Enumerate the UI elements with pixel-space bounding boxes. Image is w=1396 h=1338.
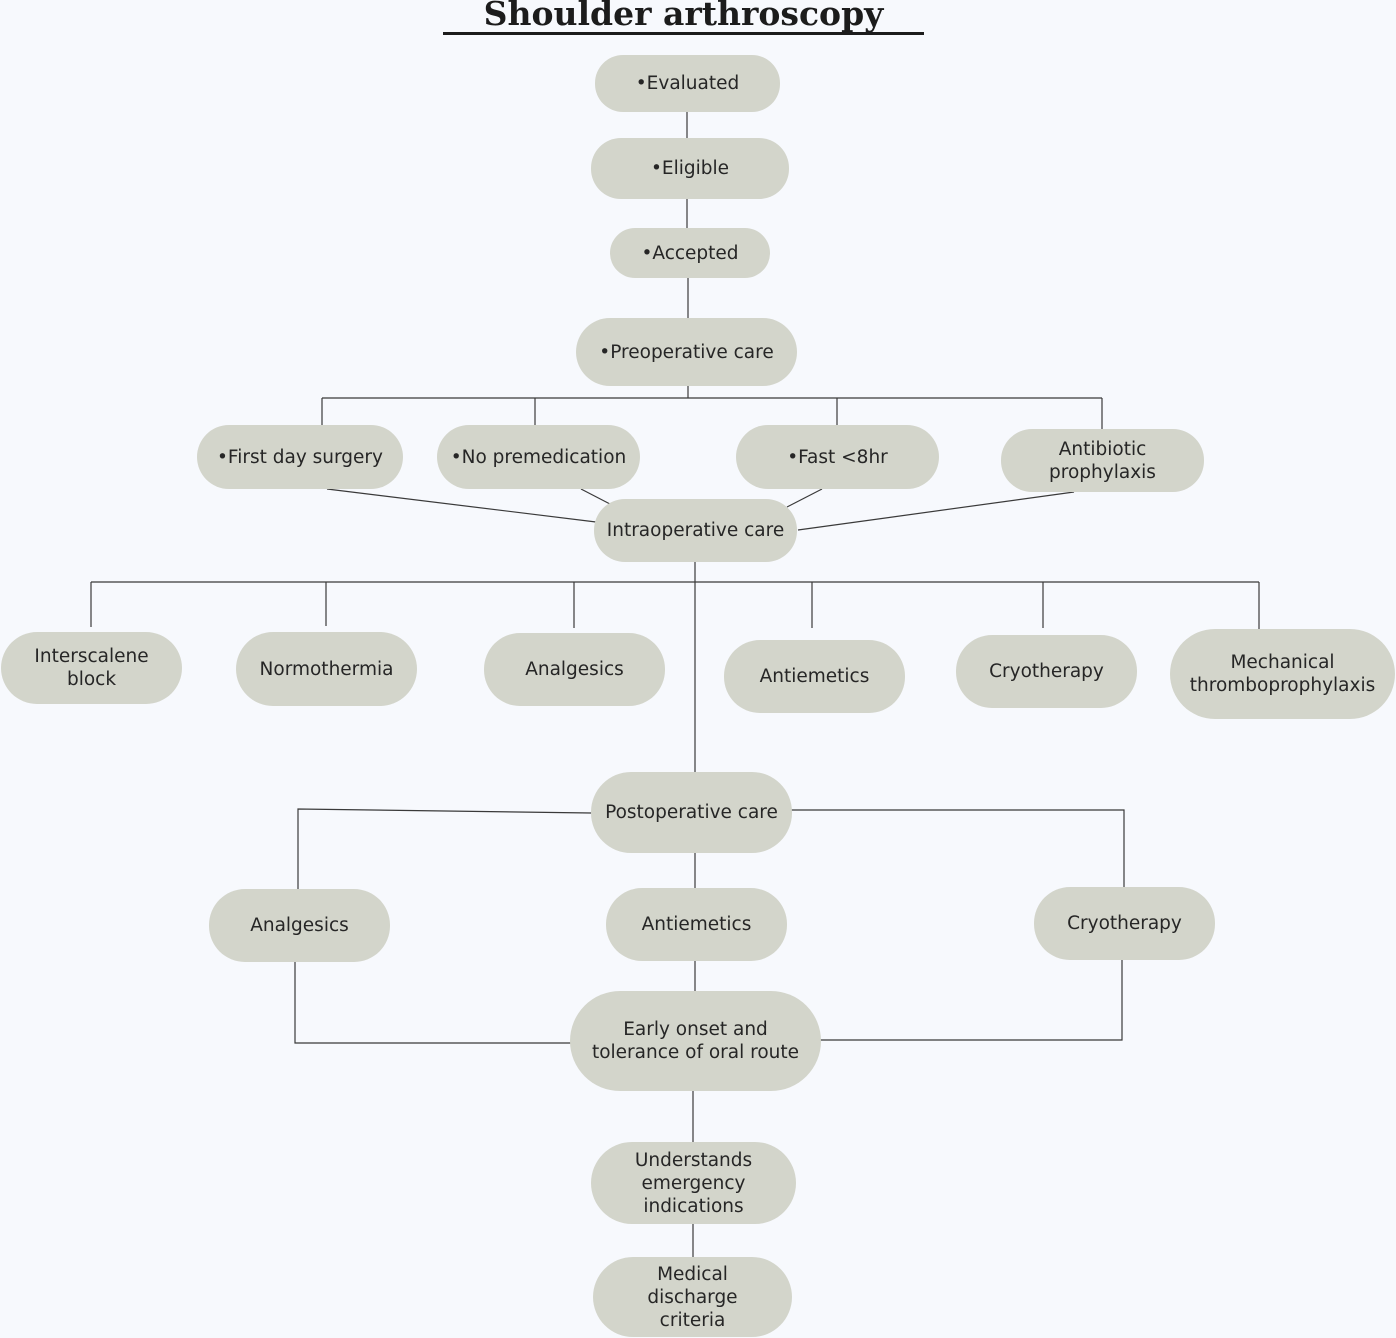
connector-first-day-intra	[326, 488, 597, 523]
connector-post-left	[297, 808, 592, 890]
node-interscalene-block: Interscalene block	[1, 632, 182, 704]
connector-no-premed-intra	[580, 488, 611, 505]
node-early-onset-oral-route: Early onset and tolerance of oral route	[570, 991, 821, 1091]
node-accepted: •Accepted	[610, 228, 770, 278]
node-post-analgesics: Analgesics	[209, 889, 390, 962]
node-post-cryotherapy: Cryotherapy	[1034, 887, 1215, 960]
node-intra-analgesics: Analgesics	[484, 633, 665, 706]
connector-cryotherapy-early	[819, 960, 1123, 1041]
node-intraoperative-care: Intraoperative care	[594, 499, 797, 562]
diagram-title: Shoulder arthroscopy	[483, 0, 884, 33]
node-eligible: •Eligible	[591, 138, 789, 199]
node-first-day-surgery: •First day surgery	[197, 425, 403, 489]
node-post-antiemetics: Antiemetics	[606, 888, 787, 961]
node-no-premedication: •No premedication	[437, 425, 640, 489]
node-understands-emergency: Understands emergency indications	[591, 1142, 796, 1224]
node-preoperative-care: •Preoperative care	[576, 318, 797, 386]
node-normothermia: Normothermia	[236, 632, 417, 706]
connector-analgesics-early	[294, 962, 572, 1044]
node-postoperative-care: Postoperative care	[591, 772, 792, 853]
connector-fast-intra	[786, 488, 823, 508]
node-intra-cryotherapy: Cryotherapy	[956, 635, 1137, 708]
connector-post-right	[790, 809, 1125, 888]
title-underline	[443, 32, 924, 35]
node-medical-discharge: Medical discharge criteria	[593, 1257, 792, 1337]
connector-antibiotic-intra	[797, 491, 1075, 531]
node-intra-antiemetics: Antiemetics	[724, 640, 905, 713]
node-evaluated: •Evaluated	[595, 55, 780, 112]
node-fast: •Fast <8hr	[736, 425, 939, 489]
node-mechanical-thromboprophylaxis: Mechanical thromboprophylaxis	[1170, 629, 1395, 719]
node-antibiotic-prophylaxis: Antibiotic prophylaxis	[1001, 429, 1204, 492]
